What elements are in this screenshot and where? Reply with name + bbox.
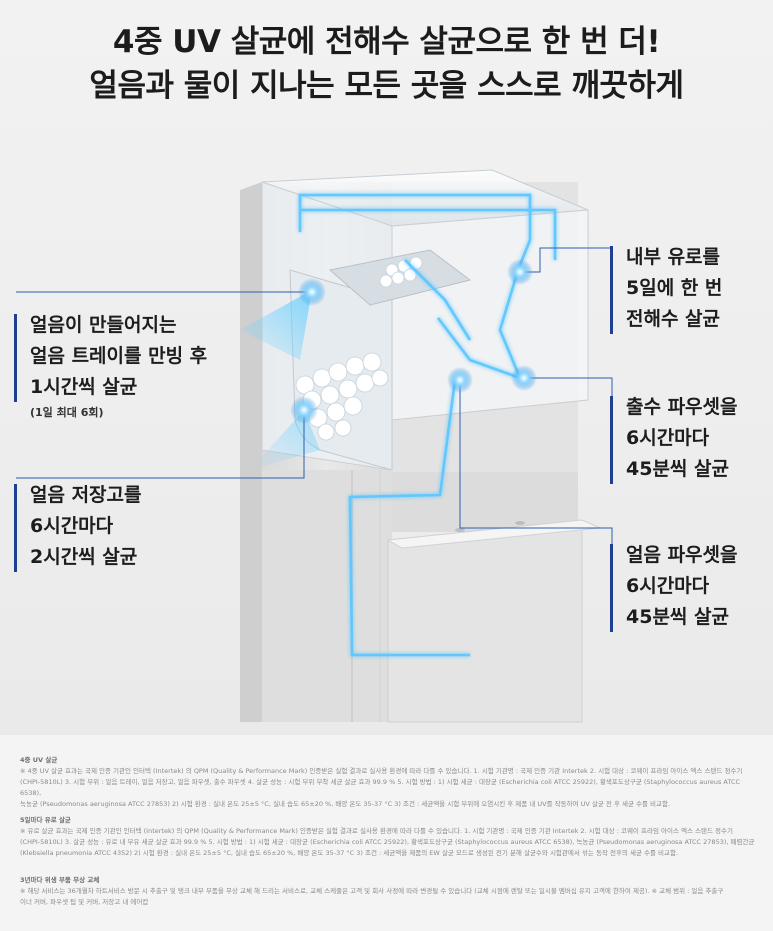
footnote-electrolyzed: 5일마다 유로 살균 ※ 유로 살균 효과는 국제 인증 기관인 인터텍 (In… — [20, 815, 755, 859]
callout-line: 6시간마다 — [626, 575, 710, 597]
water-flow-path — [298, 193, 557, 657]
callout-ice-faucet: 얼음 파우셋을 6시간마다 45분씩 살균 — [610, 540, 770, 640]
uv-lamp-points — [290, 259, 537, 424]
callout-line: 얼음이 만들어지는 — [30, 314, 177, 336]
callout-line: 내부 유로를 — [626, 246, 721, 268]
callout-line: 1시간씩 살균 — [30, 376, 138, 398]
uv-beam — [250, 410, 320, 470]
footnotes: 4중 UV 살균 ※ 4중 UV 살균 효과는 국제 인증 기관인 인터텍 (I… — [0, 735, 773, 931]
headline-line-2: 얼음과 물이 지나는 모든 곳을 스스로 깨끗하게 — [89, 68, 684, 104]
headline-line-1: 4중 UV 살균에 전해수 살균으로 한 번 더! — [112, 24, 661, 60]
accent-bar — [14, 314, 17, 402]
accent-bar — [610, 246, 613, 334]
callout-line: 6시간마다 — [626, 427, 710, 449]
headline: 4중 UV 살균에 전해수 살균으로 한 번 더! 얼음과 물이 지나는 모든 … — [0, 20, 773, 108]
footnote-uv: 4중 UV 살균 ※ 4중 UV 살균 효과는 국제 인증 기관인 인터텍 (I… — [20, 755, 755, 810]
callout-line: 5일에 한 번 — [626, 277, 723, 299]
callout-connectors — [16, 247, 613, 548]
callout-line: 45분씩 살균 — [626, 606, 729, 628]
footnote-text: ※ 유로 살균 효과는 국제 인증 기관인 인터텍 (Intertek) 의 Q… — [20, 827, 733, 835]
footnote-text: 녹농균 (Pseudomonas aeruginosa ATCC 27853) … — [20, 800, 671, 808]
callout-line: 얼음 파우셋을 — [626, 544, 738, 566]
callout-internal-flow: 내부 유로를 5일에 한 번 전해수 살균 — [610, 242, 770, 342]
footnote-text: (Klebsiella pneumonia ATCC 4352) 2) 시험 환… — [20, 849, 679, 857]
footnote-heading: 4중 UV 살균 — [20, 756, 58, 764]
callout-line: 6시간마다 — [30, 515, 114, 537]
footnote-text: 이너 커버, 파우셋 팁 및 커버, 저장고 내 에어캅 — [20, 898, 149, 906]
footnote-text: (CHPI-5810L) 3. 시험 부위 : 얼음 트레이, 얼음 저장고, … — [20, 778, 741, 797]
footnote-text: ※ 4중 UV 살균 효과는 국제 인증 기관인 인터텍 (Intertek) … — [20, 767, 743, 775]
callout-line: 2시간씩 살균 — [30, 546, 138, 568]
accent-bar — [14, 484, 17, 572]
footnote-text: (CHPI-5810L) 3. 살균 성능 : 유로 내 부유 세균 살균 효과… — [20, 838, 755, 846]
callout-line: 얼음 저장고를 — [30, 484, 142, 506]
footnote-heading: 5일마다 유로 살균 — [20, 816, 71, 824]
callout-water-faucet: 출수 파우셋을 6시간마다 45분씩 살균 — [610, 392, 770, 492]
callout-line: 45분씩 살균 — [626, 458, 729, 480]
callout-line: 얼음 트레이를 만빙 후 — [30, 345, 208, 367]
callout-line: 출수 파우셋을 — [626, 396, 738, 418]
accent-bar — [610, 544, 613, 632]
callout-ice-storage: 얼음 저장고를 6시간마다 2시간씩 살균 — [14, 480, 214, 580]
uv-beam — [240, 290, 312, 360]
footnote-parts: 3년마다 위생 부품 무상 교체 ※ 해당 서비스는 36개월차 하트서비스 방… — [20, 875, 755, 908]
footnote-heading: 3년마다 위생 부품 무상 교체 — [20, 876, 100, 884]
callout-line: 전해수 살균 — [626, 308, 721, 330]
ice-cubes — [295, 256, 423, 441]
accent-bar — [610, 396, 613, 484]
callout-ice-tray: 얼음이 만들어지는 얼음 트레이를 만빙 후 1시간씩 살균 (1일 최대 6회… — [14, 310, 244, 420]
purifier-illustration — [16, 169, 613, 723]
callout-note: (1일 최대 6회) — [30, 406, 104, 419]
footnote-text: ※ 해당 서비스는 36개월차 하트서비스 방문 시 추출구 및 탱크 내부 부… — [20, 887, 724, 895]
